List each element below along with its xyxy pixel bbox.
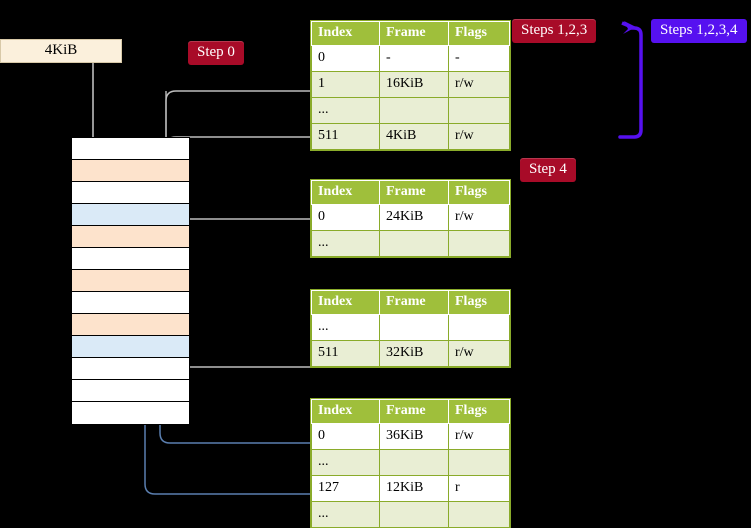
memory-row [72, 314, 189, 336]
column-header-frame: Frame [379, 290, 449, 315]
column-header-frame: Frame [379, 180, 449, 205]
table-row: 0-- [311, 45, 510, 72]
memory-row [72, 160, 189, 182]
table-cell: 511 [311, 123, 380, 150]
steps-123-badge: Steps 1,2,3 [512, 19, 597, 43]
table-cell: 36KiB [379, 423, 449, 450]
table-cell [379, 314, 449, 341]
steps-1234-label: Steps 1,2,3,4 [660, 22, 738, 38]
table-cell: ... [311, 97, 380, 124]
table-cell: 127 [311, 475, 380, 502]
memory-row [72, 358, 189, 380]
memory-row [72, 182, 189, 204]
steps-123-label: Steps 1,2,3 [521, 22, 588, 38]
memory-row [72, 270, 189, 292]
memory-column [71, 137, 190, 425]
table-cell: r/w [448, 204, 510, 231]
column-header-flags: Flags [448, 290, 510, 315]
table-cell [448, 501, 510, 528]
table-cell [448, 97, 510, 124]
table-cell [379, 449, 449, 476]
memory-row [72, 292, 189, 314]
table-cell: 24KiB [379, 204, 449, 231]
table-row: ... [311, 501, 510, 528]
memory-row [72, 226, 189, 248]
table-cell [448, 314, 510, 341]
step-4-badge: Step 4 [520, 158, 576, 182]
table-cell [379, 97, 449, 124]
column-header-flags: Flags [448, 180, 510, 205]
table-cell [379, 501, 449, 528]
memory-row [72, 380, 189, 402]
table-cell: 32KiB [379, 340, 449, 367]
table-cell [448, 449, 510, 476]
four-kib-box: 4KiB [0, 39, 122, 63]
column-header-index: Index [311, 180, 380, 205]
table-cell: 0 [311, 204, 380, 231]
table-cell: - [448, 45, 510, 72]
column-header-index: Index [311, 21, 380, 46]
memory-row [72, 248, 189, 270]
column-header-flags: Flags [448, 21, 510, 46]
wire-steps-bracket [618, 21, 643, 139]
table-cell: ... [311, 314, 380, 341]
table-cell: 0 [311, 423, 380, 450]
table-cell: 1 [311, 71, 380, 98]
table-cell: ... [311, 501, 380, 528]
table-cell: r/w [448, 340, 510, 367]
column-header-index: Index [311, 399, 380, 424]
table-cell: r/w [448, 123, 510, 150]
table-cell: - [379, 45, 449, 72]
table-cell: 12KiB [379, 475, 449, 502]
memory-row [72, 204, 189, 226]
table-cell: ... [311, 449, 380, 476]
table-cell [448, 230, 510, 257]
column-header-frame: Frame [379, 399, 449, 424]
steps-1234-badge: Steps 1,2,3,4 [651, 19, 747, 43]
four-kib-label: 4KiB [44, 42, 78, 58]
table-row: ... [311, 449, 510, 476]
table-cell: 0 [311, 45, 380, 72]
table-row: ... [311, 230, 510, 257]
memory-row [72, 402, 189, 424]
table-cell: r/w [448, 71, 510, 98]
table-cell [379, 230, 449, 257]
memory-row [72, 138, 189, 160]
step-0-label: Step 0 [197, 44, 235, 60]
step-4-label: Step 4 [529, 161, 567, 177]
table-cell: 511 [311, 340, 380, 367]
step-0-badge: Step 0 [188, 41, 244, 65]
table-row: ... [311, 97, 510, 124]
table-cell: r [448, 475, 510, 502]
table-cell: ... [311, 230, 380, 257]
memory-row [72, 336, 189, 358]
table-cell: 4KiB [379, 123, 449, 150]
table-row: ... [311, 314, 510, 341]
table-cell: r/w [448, 423, 510, 450]
column-header-frame: Frame [379, 21, 449, 46]
table-cell: 16KiB [379, 71, 449, 98]
column-header-index: Index [311, 290, 380, 315]
column-header-flags: Flags [448, 399, 510, 424]
